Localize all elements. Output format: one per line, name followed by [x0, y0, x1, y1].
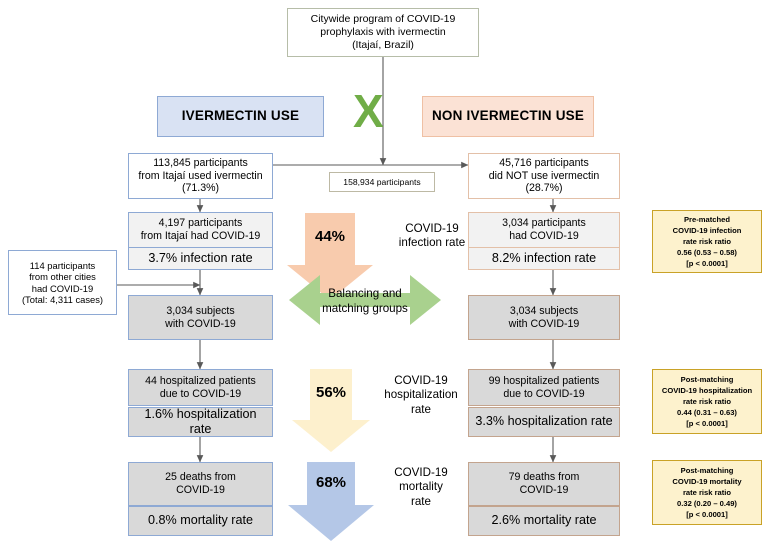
stat-infection-line-4: 0.56 (0.53 – 0.58): [677, 248, 737, 257]
right-enrolled-box: 45,716 participants did NOT use ivermect…: [468, 153, 620, 199]
left-deaths-line-1: 25 deaths from: [165, 471, 236, 484]
left-infected-line-1: 4,197 participants: [158, 217, 243, 230]
right-deaths-line-1: 79 deaths from: [508, 471, 580, 484]
banner-ivermectin-use: IVERMECTIN USE: [157, 96, 324, 137]
stat-mortality-line-1: Post-matching: [680, 466, 734, 475]
reduction-arrow-hospitalization: [292, 369, 370, 452]
stat-mortality-line-5: [p < 0.0001]: [686, 510, 728, 519]
stat-mortality-line-2: COVID-19 mortality: [672, 477, 742, 486]
reduction-label-mortality-line-3: rate: [411, 494, 431, 508]
stat-box-infection: Pre-matched COVID-19 infection rate risk…: [652, 210, 762, 273]
stat-infection-line-5: [p < 0.0001]: [686, 259, 728, 268]
right-hospitalization-rate-box: 3.3% hospitalization rate: [468, 407, 620, 437]
right-infection-rate-box: 8.2% infection rate: [468, 247, 620, 270]
left-deaths-line-2: COVID-19: [176, 484, 225, 496]
left-infection-rate-box: 3.7% infection rate: [128, 247, 273, 270]
right-enrolled-line-3: (28.7%): [525, 182, 563, 195]
left-matched-line-2: with COVID-19: [165, 317, 236, 330]
split-x-icon: X: [353, 85, 384, 137]
left-enrolled-line-2: from Itajaí used ivermectin: [138, 169, 263, 182]
left-mortality-rate-box: 0.8% mortality rate: [128, 506, 273, 536]
reduction-label-mortality-line-1: COVID-19: [394, 466, 448, 479]
right-enrolled-line-2: did NOT use ivermectin: [488, 169, 600, 182]
left-enrolled-line-1: 113,845 participants: [153, 156, 248, 169]
right-infected-box: 3,034 participants had COVID-19: [468, 212, 620, 248]
left-infected-line-2: from Itajaí had COVID-19: [140, 230, 261, 242]
stat-box-hospitalization: Post-matching COVID-19 hospitalization r…: [652, 369, 762, 434]
reduction-percent-hospitalization: 56%: [315, 384, 347, 401]
reduction-label-infection: COVID-19 infection rate: [372, 222, 492, 251]
right-matched-line-1: 3,034 subjects: [509, 304, 579, 317]
balancing-label-line-1: Balancing and: [328, 287, 402, 300]
other-cities-note-box: 114 participants from other cities had C…: [8, 250, 117, 315]
reduction-label-hospitalization-line-2: hospitalization: [384, 388, 458, 402]
reduction-label-mortality: COVID-19 mortality rate: [372, 466, 470, 509]
left-matched-box: 3,034 subjects with COVID-19: [128, 295, 273, 340]
reduction-label-hospitalization-line-1: COVID-19: [394, 374, 448, 387]
reduction-label-mortality-line-2: mortality: [399, 480, 443, 494]
stat-mortality-line-4: 0.32 (0.20 – 0.49): [677, 499, 737, 508]
left-hospitalized-line-2: due to COVID-19: [159, 387, 242, 400]
stat-hospitalization-line-3: rate risk ratio: [682, 397, 732, 406]
right-matched-box: 3,034 subjects with COVID-19: [468, 295, 620, 340]
other-cities-line-4: (Total: 4,311 cases): [21, 293, 104, 305]
title-line-2: prophylaxis with ivermectin: [320, 26, 446, 39]
stat-hospitalization-line-5: [p < 0.0001]: [686, 419, 728, 428]
left-enrolled-line-3: (71.3%): [181, 182, 220, 195]
left-enrolled-box: 113,845 participants from Itajaí used iv…: [128, 153, 273, 199]
stat-infection-line-1: Pre-matched: [683, 215, 730, 224]
left-infected-box: 4,197 participants from Itajaí had COVID…: [128, 212, 273, 248]
right-enrolled-line-1: 45,716 participants: [499, 156, 589, 169]
right-hospitalized-box: 99 hospitalized patients due to COVID-19: [468, 369, 620, 406]
stat-box-mortality: Post-matching COVID-19 mortality rate ri…: [652, 460, 762, 525]
right-infected-line-2: had COVID-19: [509, 230, 579, 242]
other-cities-line-3: had COVID-19: [31, 282, 94, 294]
other-cities-line-1: 114 participants: [29, 259, 96, 271]
right-matched-line-2: with COVID-19: [508, 317, 580, 330]
right-deaths-line-2: COVID-19: [519, 484, 569, 496]
stat-hospitalization-line-1: Post-matching: [680, 375, 734, 384]
balancing-label-line-2: matching groups: [322, 301, 408, 315]
balancing-label: Balancing and matching groups: [300, 287, 430, 316]
stat-infection-line-3: rate risk ratio: [682, 237, 732, 246]
reduction-label-infection-line-1: COVID-19: [405, 222, 459, 235]
right-hospitalized-line-1: 99 hospitalized patients: [488, 374, 600, 387]
right-mortality-rate-box: 2.6% mortality rate: [468, 506, 620, 536]
right-deaths-box: 79 deaths from COVID-19: [468, 462, 620, 506]
right-hospitalized-line-2: due to COVID-19: [503, 387, 585, 400]
banner-non-ivermectin-use: NON IVERMECTIN USE: [422, 96, 594, 137]
reduction-percent-mortality: 68%: [315, 474, 347, 491]
left-hospitalization-rate-box: 1.6% hospitalization rate: [128, 407, 273, 437]
reduction-percent-infection: 44%: [314, 228, 346, 245]
title-line-3: (Itajaí, Brazil): [352, 38, 414, 51]
stat-infection-line-2: COVID-19 infection: [672, 226, 742, 235]
left-matched-line-1: 3,034 subjects: [166, 304, 235, 317]
left-hospitalized-box: 44 hospitalized patients due to COVID-19: [128, 369, 273, 406]
reduction-label-infection-line-2: infection rate: [398, 236, 466, 250]
other-cities-line-2: from other cities: [29, 271, 96, 283]
left-hospitalized-line-1: 44 hospitalized patients: [145, 374, 256, 387]
stat-mortality-line-3: rate risk ratio: [682, 488, 732, 497]
stat-hospitalization-line-2: COVID-19 hospitalization: [661, 386, 753, 395]
total-participants-box: 158,934 participants: [329, 172, 435, 192]
title-box: Citywide program of COVID-19 prophylaxis…: [287, 8, 479, 57]
title-line-1: Citywide program of COVID-19: [310, 13, 456, 26]
reduction-label-hospitalization-line-3: rate: [411, 402, 431, 416]
stat-hospitalization-line-4: 0.44 (0.31 – 0.63): [677, 408, 737, 417]
right-infected-line-1: 3,034 participants: [502, 217, 586, 230]
left-deaths-box: 25 deaths from COVID-19: [128, 462, 273, 506]
reduction-label-hospitalization: COVID-19 hospitalization rate: [372, 374, 470, 417]
